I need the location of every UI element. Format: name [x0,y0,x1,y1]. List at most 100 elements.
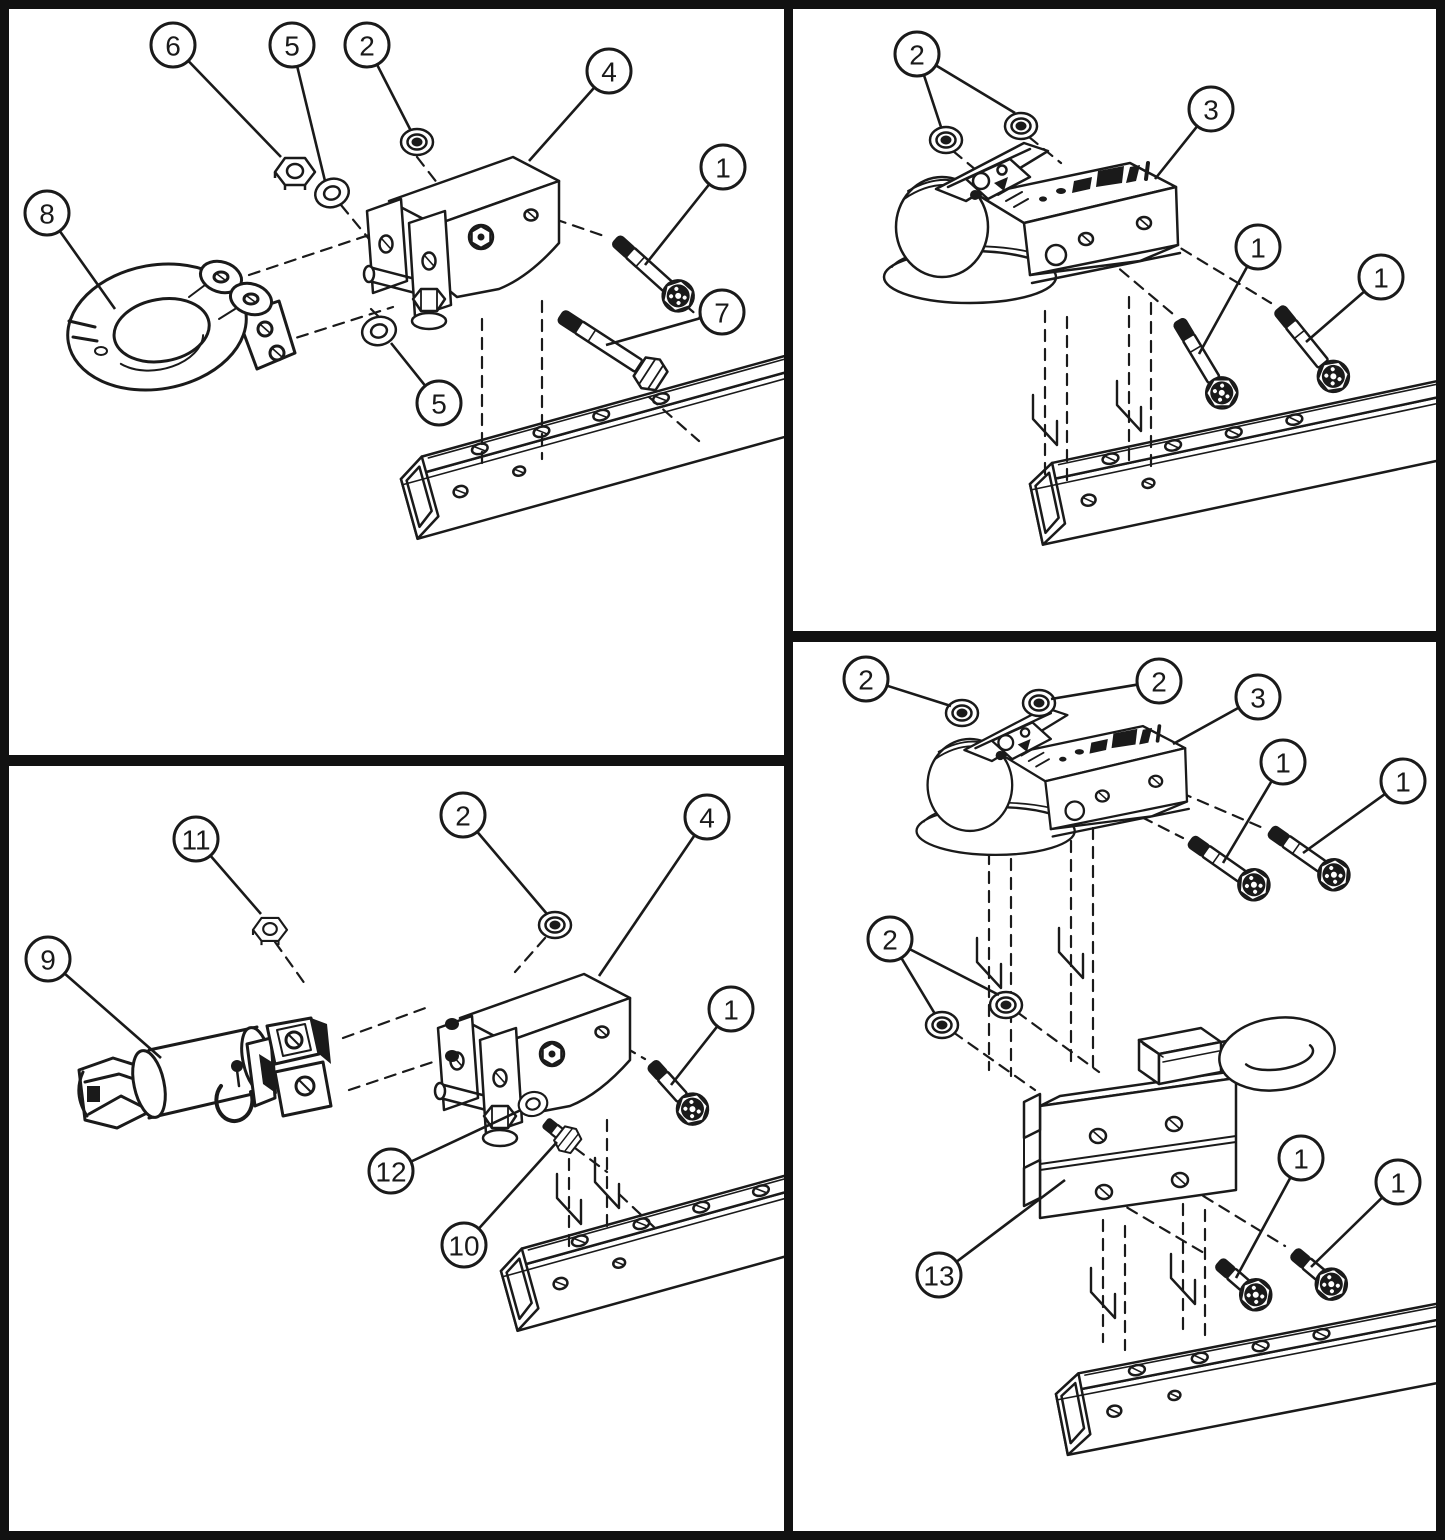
callout-number: 4 [699,803,715,834]
callout-number: 1 [1395,767,1411,798]
channel-bracket-drawing [362,155,561,331]
callout-number: 1 [1390,1168,1406,1199]
callout-balloon-1 [1259,738,1307,786]
flange-bolt-drawing [1215,1258,1279,1318]
panel-swivel-coupler-option: 11 9 2 4 1 12 10 [9,766,784,1531]
flange-bolt-drawing [1173,317,1245,416]
callout-balloon-4 [585,47,633,95]
callout-number: 3 [1250,683,1266,714]
callout-number: 2 [455,801,471,832]
callout-number: 2 [359,31,375,62]
callout-balloon-3 [1187,85,1235,133]
break-mark [1115,379,1143,433]
plate-pins [445,1018,459,1062]
callouts-layer: 11 9 2 4 1 12 10 [24,791,755,1269]
callout-number: 2 [858,665,874,696]
callout-balloon-5 [415,379,463,427]
callout-leader-line [597,816,709,977]
flange-bolt-drawing [1267,825,1357,898]
callout-balloon-8 [23,189,71,237]
lunette-ring-drawing [56,248,297,406]
square-tongue-beam-drawing [395,340,784,540]
washer-drawing [310,173,354,213]
flange-bolt-drawing [1274,305,1357,400]
callout-balloon-1 [699,143,747,191]
callout-balloon-5 [268,21,316,69]
break-mark [1031,393,1059,447]
callout-number: 11 [181,825,210,856]
callout-balloon-2 [866,915,914,963]
callout-leader-line [47,958,162,1059]
flange-nut-drawing [928,125,964,155]
flange-nut-drawing [944,698,980,728]
callout-number: 1 [1275,748,1291,779]
square-tongue-beam-drawing [495,1132,784,1332]
callout-balloon-13 [915,1251,963,1299]
callout-number: 4 [601,57,617,88]
callout-number: 2 [909,40,925,71]
callout-number: 12 [375,1157,406,1188]
coupler-drawing [914,705,1191,857]
callout-balloon-1 [1357,253,1405,301]
callout-balloon-12 [367,1147,415,1195]
callout-balloon-1 [1234,223,1282,271]
callout-leader-line [390,1108,522,1173]
callout-balloon-2 [1135,657,1183,705]
flange-bolt-drawing [612,235,702,320]
callout-balloon-2 [439,791,487,839]
callout-number: 1 [1293,1144,1309,1175]
callout-number: 2 [882,925,898,956]
callout-leader-line [172,44,282,158]
callout-balloon-2 [842,655,890,703]
flange-bolt-drawing [647,1060,716,1133]
callout-leader-line [938,1178,1066,1277]
callout-number: 10 [448,1231,479,1262]
callout-balloon-6 [149,21,197,69]
callout-number: 5 [431,389,447,420]
swivel-coupler-drawing [76,1016,333,1130]
flange-bolt-drawing [1187,835,1277,908]
callout-balloon-11 [172,815,220,863]
callout-balloon-1 [707,985,755,1033]
callout-balloon-2 [893,30,941,78]
callout-balloon-3 [1234,673,1282,721]
hex-nut-drawing [273,156,317,192]
square-tongue-beam-drawing [1051,1290,1436,1457]
callout-number: 6 [165,31,181,62]
callout-number: 1 [1373,263,1389,294]
flange-nut-drawing [1021,688,1057,718]
hex-nut-drawing [251,916,289,947]
panel-coupler-adapter-option: 2 2 3 1 1 2 13 1 1 [793,642,1436,1531]
callout-balloon-1 [1374,1158,1422,1206]
flange-bolt-drawing [1290,1248,1355,1308]
flange-nut-drawing [924,1010,960,1040]
callout-number: 3 [1203,95,1219,126]
callout-number: 5 [284,31,300,62]
callout-balloon-2 [343,21,391,69]
flange-nut-drawing [399,127,435,157]
break-mark [1089,1266,1117,1320]
flange-nut-drawing [537,910,573,940]
callout-number: 9 [40,945,56,976]
channel-bracket-drawing [433,972,632,1148]
flange-nut-drawing [988,990,1024,1020]
hex-bolt-drawing [557,310,672,397]
callout-balloon-7 [698,288,746,336]
callout-number: 1 [715,153,731,184]
hex-bolt-short-drawing [542,1118,586,1158]
callout-balloon-9 [24,935,72,983]
break-mark [975,936,1003,990]
callout-number: 13 [923,1261,954,1292]
callout-balloon-1 [1379,757,1427,805]
callout-balloon-4 [683,793,731,841]
callout-number: 7 [714,298,730,329]
callout-number: 2 [1151,667,1167,698]
callout-balloon-1 [1277,1134,1325,1182]
callout-balloon-10 [440,1221,488,1269]
callout-number: 1 [723,995,739,1026]
channel-adapter-drawing [1022,1066,1258,1220]
